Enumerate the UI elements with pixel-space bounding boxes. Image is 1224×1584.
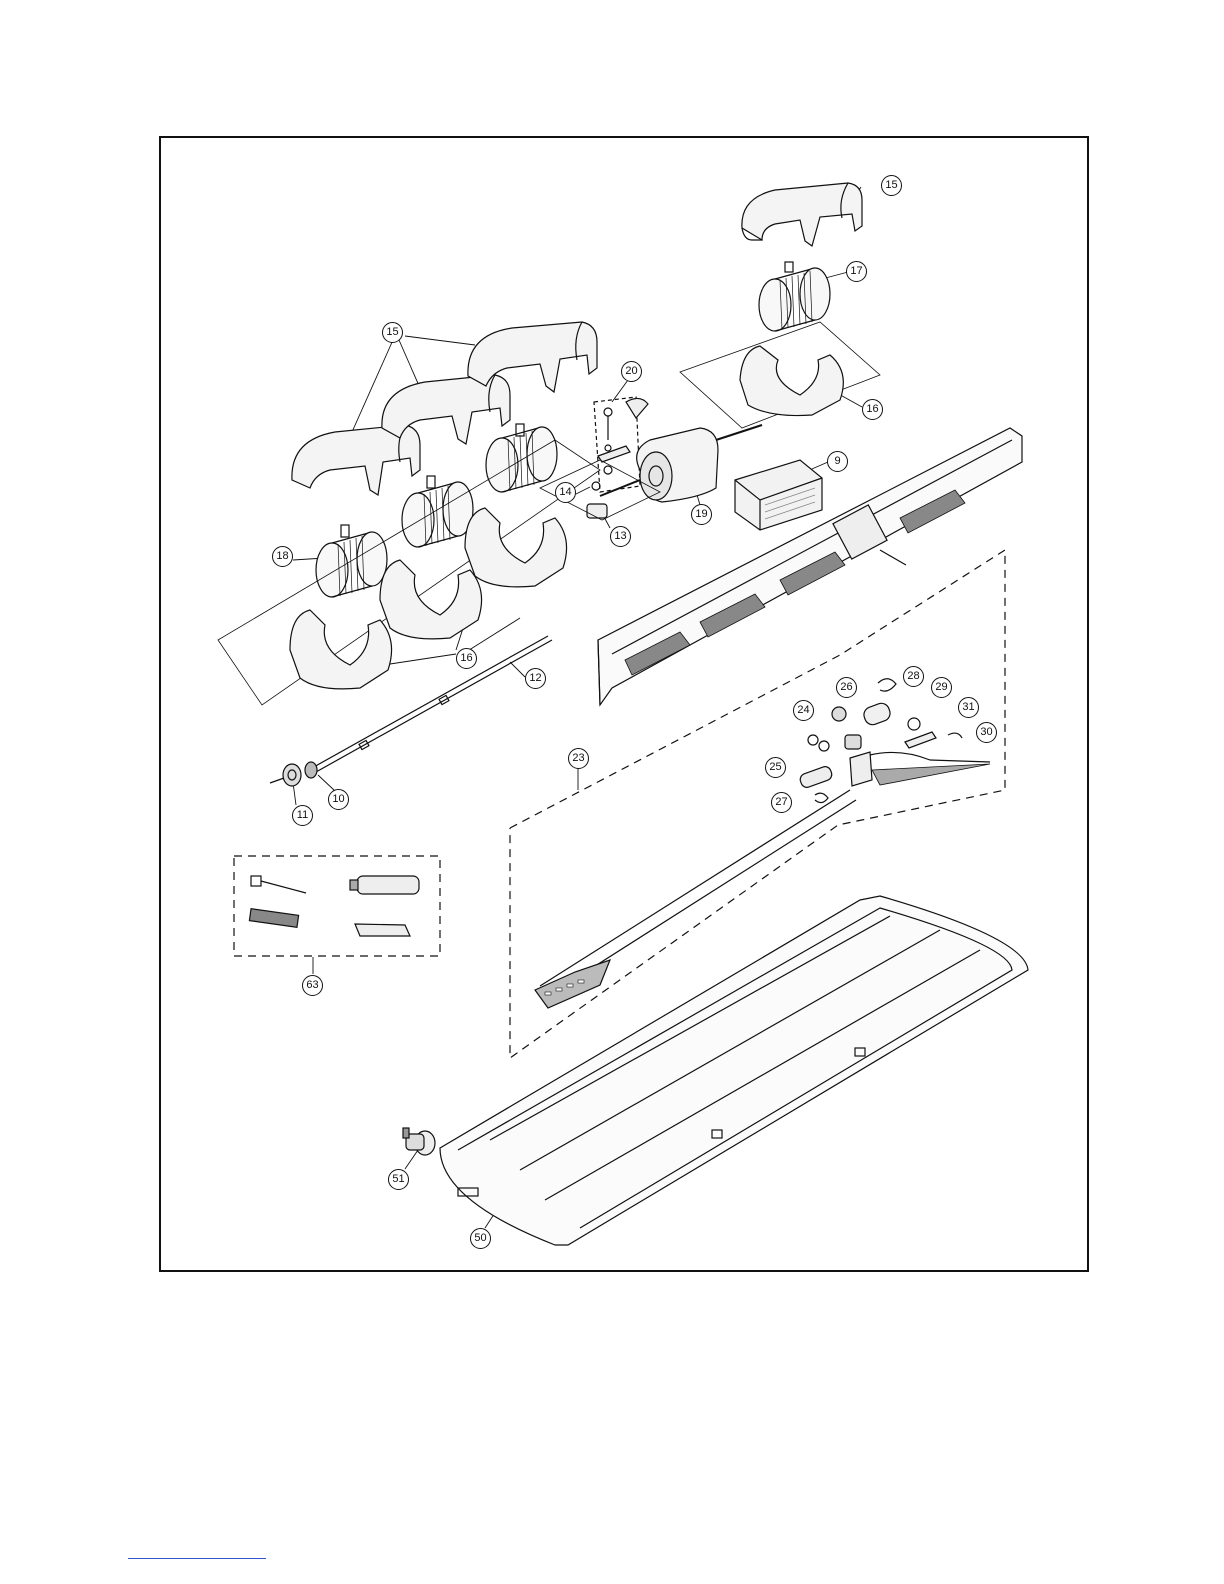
callout-19: 19 xyxy=(691,504,712,525)
callout-27: 27 xyxy=(771,792,792,813)
callout-16-right: 16 xyxy=(862,399,883,420)
callout-18: 18 xyxy=(272,546,293,567)
footer-link-rule xyxy=(128,1558,266,1559)
callout-28: 28 xyxy=(903,666,924,687)
callout-24: 24 xyxy=(793,700,814,721)
accessory-kit-box xyxy=(234,856,440,956)
callout-31: 31 xyxy=(958,697,979,718)
top-cover-left-3 xyxy=(468,322,597,392)
base-pan xyxy=(440,896,1028,1245)
top-cover-left-2 xyxy=(382,375,510,444)
callout-26: 26 xyxy=(836,677,857,698)
igniter-parts xyxy=(799,679,990,803)
motor-body xyxy=(540,425,762,520)
callout-12: 12 xyxy=(525,668,546,689)
callout-25: 25 xyxy=(765,757,786,778)
kit-bottle xyxy=(350,876,419,894)
kit-crayon xyxy=(355,924,410,936)
bearing-parts xyxy=(270,762,317,786)
callout-17: 17 xyxy=(846,261,867,282)
callout-23: 23 xyxy=(568,748,589,769)
callout-63: 63 xyxy=(302,975,323,996)
kit-ties xyxy=(251,876,306,893)
callout-11: 11 xyxy=(292,805,313,826)
top-cover-right xyxy=(742,183,862,246)
callout-15-left: 15 xyxy=(382,322,403,343)
callout-30: 30 xyxy=(976,722,997,743)
drive-shaft xyxy=(312,636,552,772)
callout-10: 10 xyxy=(328,789,349,810)
callout-29: 29 xyxy=(931,677,952,698)
kit-brush xyxy=(249,909,298,928)
callout-50: 50 xyxy=(470,1228,491,1249)
callout-15-right: 15 xyxy=(881,175,902,196)
control-knob xyxy=(403,1128,435,1155)
callout-20: 20 xyxy=(621,361,642,382)
callout-14: 14 xyxy=(555,482,576,503)
callout-51: 51 xyxy=(388,1169,409,1190)
lower-housing-right xyxy=(680,322,880,428)
control-box xyxy=(735,460,822,530)
callout-16-left: 16 xyxy=(456,648,477,669)
callout-13: 13 xyxy=(610,526,631,547)
callout-9: 9 xyxy=(827,451,848,472)
blower-wheel-right xyxy=(759,262,830,331)
